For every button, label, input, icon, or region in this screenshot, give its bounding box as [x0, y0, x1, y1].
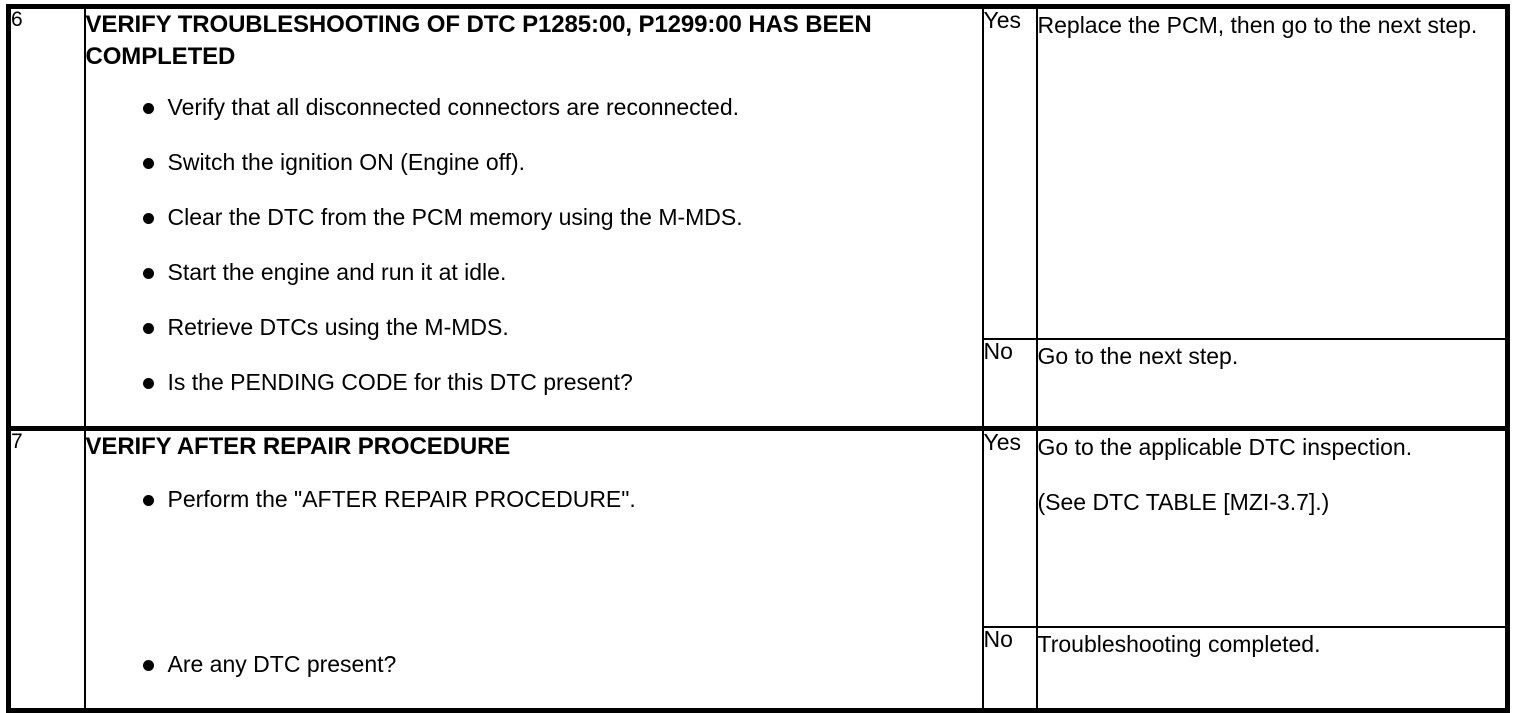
list-item-label: Are any DTC present?: [167, 651, 397, 678]
list-item: Perform the "AFTER REPAIR PROCEDURE".: [86, 488, 982, 543]
step-number: 6: [7, 5, 86, 430]
list-item-label: Retrieve DTCs using the M-MDS.: [167, 314, 509, 341]
bullet-icon: [142, 323, 154, 335]
step-title: VERIFY AFTER REPAIR PROCEDURE: [85, 433, 511, 461]
action-cell-yes: Go to the applicable DTC inspection. (Se…: [1035, 426, 1509, 629]
action-text: Replace the PCM, then go to the next ste…: [1037, 12, 1478, 38]
list-item-label: Clear the DTC from the PCM memory using …: [167, 204, 743, 231]
bullet-spacer: [86, 543, 982, 653]
bullet-icon: [142, 495, 154, 507]
action-cell-yes: Replace the PCM, then go to the next ste…: [1035, 5, 1509, 340]
table-row: 6 VERIFY TROUBLESHOOTING OF DTC P1285:00…: [7, 5, 1509, 430]
action-cell-no: Troubleshooting completed.: [1035, 626, 1509, 712]
table-row: No Go to the next step.: [9, 337, 1509, 430]
list-item: Verify that all disconnected connectors …: [86, 96, 982, 151]
result-label-no: No: [981, 337, 1038, 430]
result-label-no: No: [981, 626, 1038, 712]
step-inspection-cell: VERIFY TROUBLESHOOTING OF DTC P1285:00, …: [83, 5, 984, 430]
result-label-yes: Yes: [981, 426, 1038, 629]
list-item-label: Perform the "AFTER REPAIR PROCEDURE".: [167, 486, 636, 513]
list-item: Clear the DTC from the PCM memory using …: [86, 206, 982, 261]
list-item: Start the engine and run it at idle.: [86, 261, 982, 316]
bullet-icon: [142, 378, 154, 390]
result-label-yes: Yes: [981, 5, 1038, 340]
bullet-icon: [142, 158, 154, 170]
inspection-bullet-list: Perform the "AFTER REPAIR PROCEDURE". Ar…: [86, 488, 982, 708]
bullet-icon: [142, 660, 154, 672]
action-cell-no: Go to the next step.: [1035, 337, 1509, 430]
list-item: Retrieve DTCs using the M-MDS.: [86, 316, 982, 371]
table-row: 7 VERIFY AFTER REPAIR PROCEDURE Perform …: [7, 426, 1509, 712]
inspection-bullet-list: Verify that all disconnected connectors …: [86, 96, 982, 426]
bullet-icon: [142, 103, 154, 115]
step-title: VERIFY TROUBLESHOOTING OF DTC P1285:00, …: [85, 11, 872, 70]
list-item-label: Is the PENDING CODE for this DTC present…: [167, 369, 633, 396]
document-page: 6 VERIFY TROUBLESHOOTING OF DTC P1285:00…: [6, 4, 1510, 713]
bullet-icon: [142, 213, 154, 225]
list-item: Switch the ignition ON (Engine off).: [86, 151, 982, 206]
action-text: Go to the applicable DTC inspection.: [1037, 434, 1413, 461]
step-number: 7: [7, 426, 86, 712]
troubleshooting-table: 6 VERIFY TROUBLESHOOTING OF DTC P1285:00…: [6, 4, 1510, 713]
list-item-label: Start the engine and run it at idle.: [167, 259, 507, 286]
action-reference: (See DTC TABLE [MZI-3.7].): [1037, 489, 1330, 515]
list-item-label: Verify that all disconnected connectors …: [167, 94, 740, 121]
bullet-icon: [142, 268, 154, 280]
step-inspection-cell: VERIFY AFTER REPAIR PROCEDURE Perform th…: [83, 426, 984, 712]
list-item: Are any DTC present?: [86, 653, 982, 708]
list-item: Is the PENDING CODE for this DTC present…: [86, 371, 982, 426]
action-text: Go to the next step.: [1037, 342, 1239, 369]
list-item-label: Switch the ignition ON (Engine off).: [167, 149, 526, 176]
action-text: Troubleshooting completed.: [1037, 631, 1321, 658]
